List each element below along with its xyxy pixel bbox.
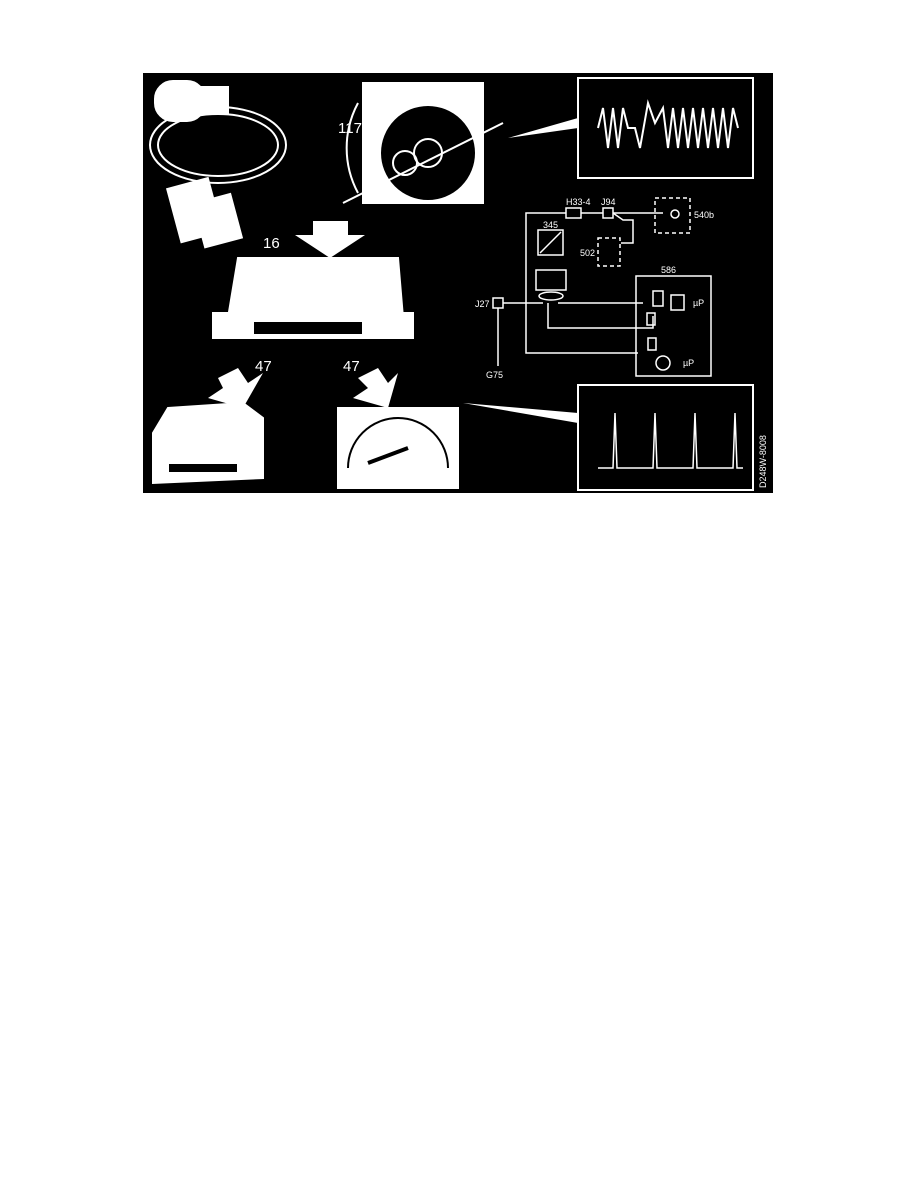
label-microprocessor-1: µP xyxy=(693,298,704,308)
figure-code: D248W-8008 xyxy=(758,435,768,488)
arrow-left-down-icon xyxy=(208,368,263,408)
label-g75: G75 xyxy=(486,370,503,380)
module-502 xyxy=(597,237,621,267)
callout-pointer-lower xyxy=(463,403,578,423)
ref-label-47-left: 47 xyxy=(255,358,272,375)
tachometer-illustration xyxy=(337,407,459,489)
label-502: 502 xyxy=(580,248,595,258)
wiring-schematic xyxy=(492,197,712,377)
converter-345 xyxy=(537,229,564,256)
ref-label-47-right: 47 xyxy=(343,358,360,375)
sensor-waveform xyxy=(597,99,739,149)
angle-label: 117° xyxy=(338,120,368,137)
schmitt-trigger xyxy=(670,294,685,311)
label-586: 586 xyxy=(661,265,676,275)
label-j94: J94 xyxy=(601,197,616,207)
callout-pointer xyxy=(508,118,578,138)
unit-586 xyxy=(635,275,712,377)
label-540b: 540b xyxy=(694,210,714,220)
label-345: 345 xyxy=(543,220,558,230)
fuse-h33-4 xyxy=(565,207,582,219)
crankshaft-sensor-illustration xyxy=(149,80,287,249)
ref-label-16: 16 xyxy=(263,235,280,252)
crankshaft-sensor-diagram: 117° 16 47 47 xyxy=(143,73,773,493)
junction-j27 xyxy=(492,297,504,309)
arrow-down-icon xyxy=(295,221,365,258)
engine-module-illustration xyxy=(152,401,264,485)
module-540b xyxy=(654,197,691,234)
junction-j94 xyxy=(602,207,614,219)
pulse-waveform xyxy=(598,412,743,469)
label-j27: J27 xyxy=(475,299,490,309)
arrow-right-down-icon xyxy=(353,368,398,408)
flywheel-illustration: 117° xyxy=(338,82,504,204)
output-signal-box xyxy=(577,384,754,491)
label-microprocessor-2: µP xyxy=(683,358,694,368)
connector xyxy=(535,269,567,291)
control-module-illustration xyxy=(212,257,414,339)
label-fuse: H33-4 xyxy=(566,197,591,207)
